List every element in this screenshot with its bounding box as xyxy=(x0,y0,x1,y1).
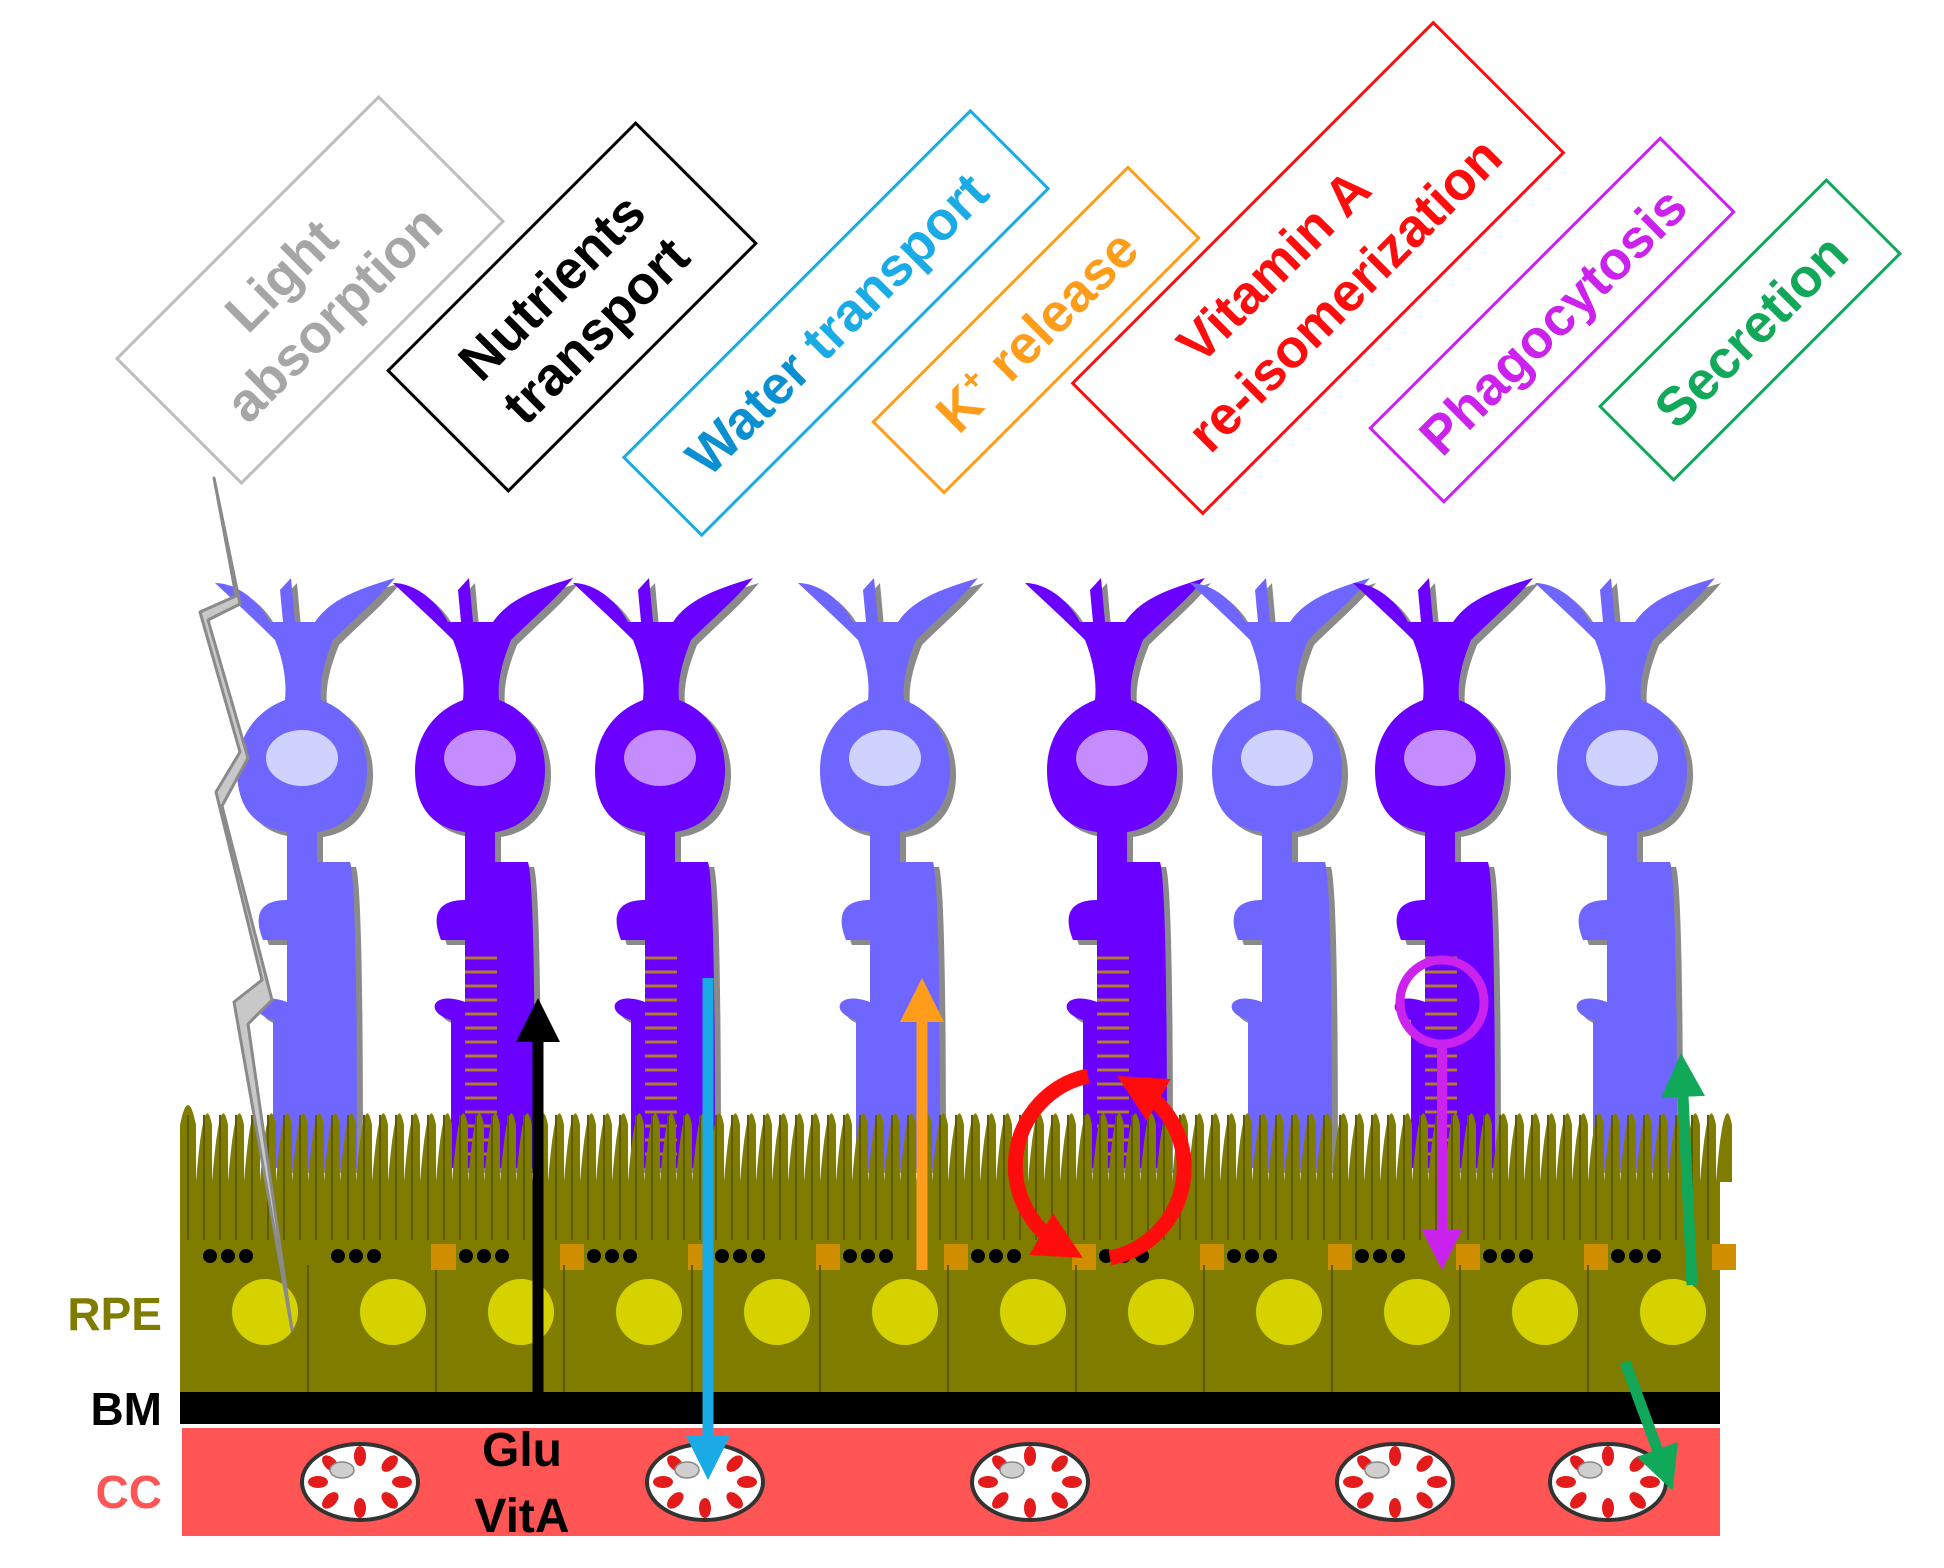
rpe-cells xyxy=(203,1244,1736,1392)
rpe-nucleus xyxy=(744,1279,810,1345)
rpe-nucleus xyxy=(1384,1279,1450,1345)
photoreceptor-nucleus xyxy=(849,730,921,786)
capillary-icon xyxy=(970,1442,1090,1522)
capillary-icon xyxy=(1548,1442,1668,1522)
rpe-nucleus xyxy=(1256,1279,1322,1345)
rpe-nucleus xyxy=(232,1279,298,1345)
secretion-arrow-up xyxy=(1661,1053,1706,1286)
photoreceptor-nucleus xyxy=(1586,730,1658,786)
visual-cycle-icon xyxy=(1007,1068,1192,1266)
photoreceptor-nucleus xyxy=(444,730,516,786)
rod-photoreceptor xyxy=(798,578,984,1173)
capillary-icon xyxy=(300,1442,420,1522)
vita-label: VitA xyxy=(474,1490,569,1543)
photoreceptor-nucleus xyxy=(624,730,696,786)
glu-label: Glu xyxy=(482,1424,562,1477)
cone-photoreceptor xyxy=(1353,578,1539,1173)
rpe-nucleus xyxy=(1128,1279,1194,1345)
photoreceptor-nucleus xyxy=(266,730,338,786)
photoreceptor-nucleus xyxy=(1076,730,1148,786)
rod-photoreceptor xyxy=(1535,578,1721,1173)
tight-junction xyxy=(1712,1244,1736,1270)
function-arrows xyxy=(516,955,1706,1491)
rpe-label: RPE xyxy=(67,1288,162,1340)
rpe-nucleus xyxy=(1512,1279,1578,1345)
bm-label: BM xyxy=(90,1383,162,1435)
light-absorption-label: Light absorption xyxy=(114,94,506,486)
rod-photoreceptor xyxy=(1190,578,1376,1173)
capillary-icon xyxy=(1335,1442,1455,1522)
light-bolt-icon xyxy=(198,476,294,1332)
bruchs-membrane xyxy=(180,1392,1720,1424)
function-labels: Light absorption Nutrients transport Wat… xyxy=(114,20,1903,538)
cone-photoreceptor xyxy=(1025,578,1211,1173)
secretion-arrow-down xyxy=(1619,1360,1678,1491)
cone-photoreceptor xyxy=(393,578,579,1173)
rpe-layer xyxy=(180,1105,1736,1392)
choriocapillaris xyxy=(182,1428,1720,1536)
cone-photoreceptor xyxy=(573,578,759,1173)
rpe-nucleus xyxy=(488,1279,554,1345)
rpe-nucleus xyxy=(1000,1279,1066,1345)
rpe-microvilli xyxy=(180,1105,1732,1240)
photoreceptor-nucleus xyxy=(1241,730,1313,786)
rpe-nucleus xyxy=(1640,1279,1706,1345)
rpe-nucleus xyxy=(872,1279,938,1345)
cc-label: CC xyxy=(96,1466,162,1518)
rpe-nucleus xyxy=(360,1279,426,1345)
photoreceptor-nucleus xyxy=(1404,730,1476,786)
photoreceptor-layer xyxy=(215,578,1721,1173)
rpe-nucleus xyxy=(616,1279,682,1345)
rod-photoreceptor xyxy=(215,578,401,1173)
phagocytosis-arrow xyxy=(1395,955,1489,1270)
